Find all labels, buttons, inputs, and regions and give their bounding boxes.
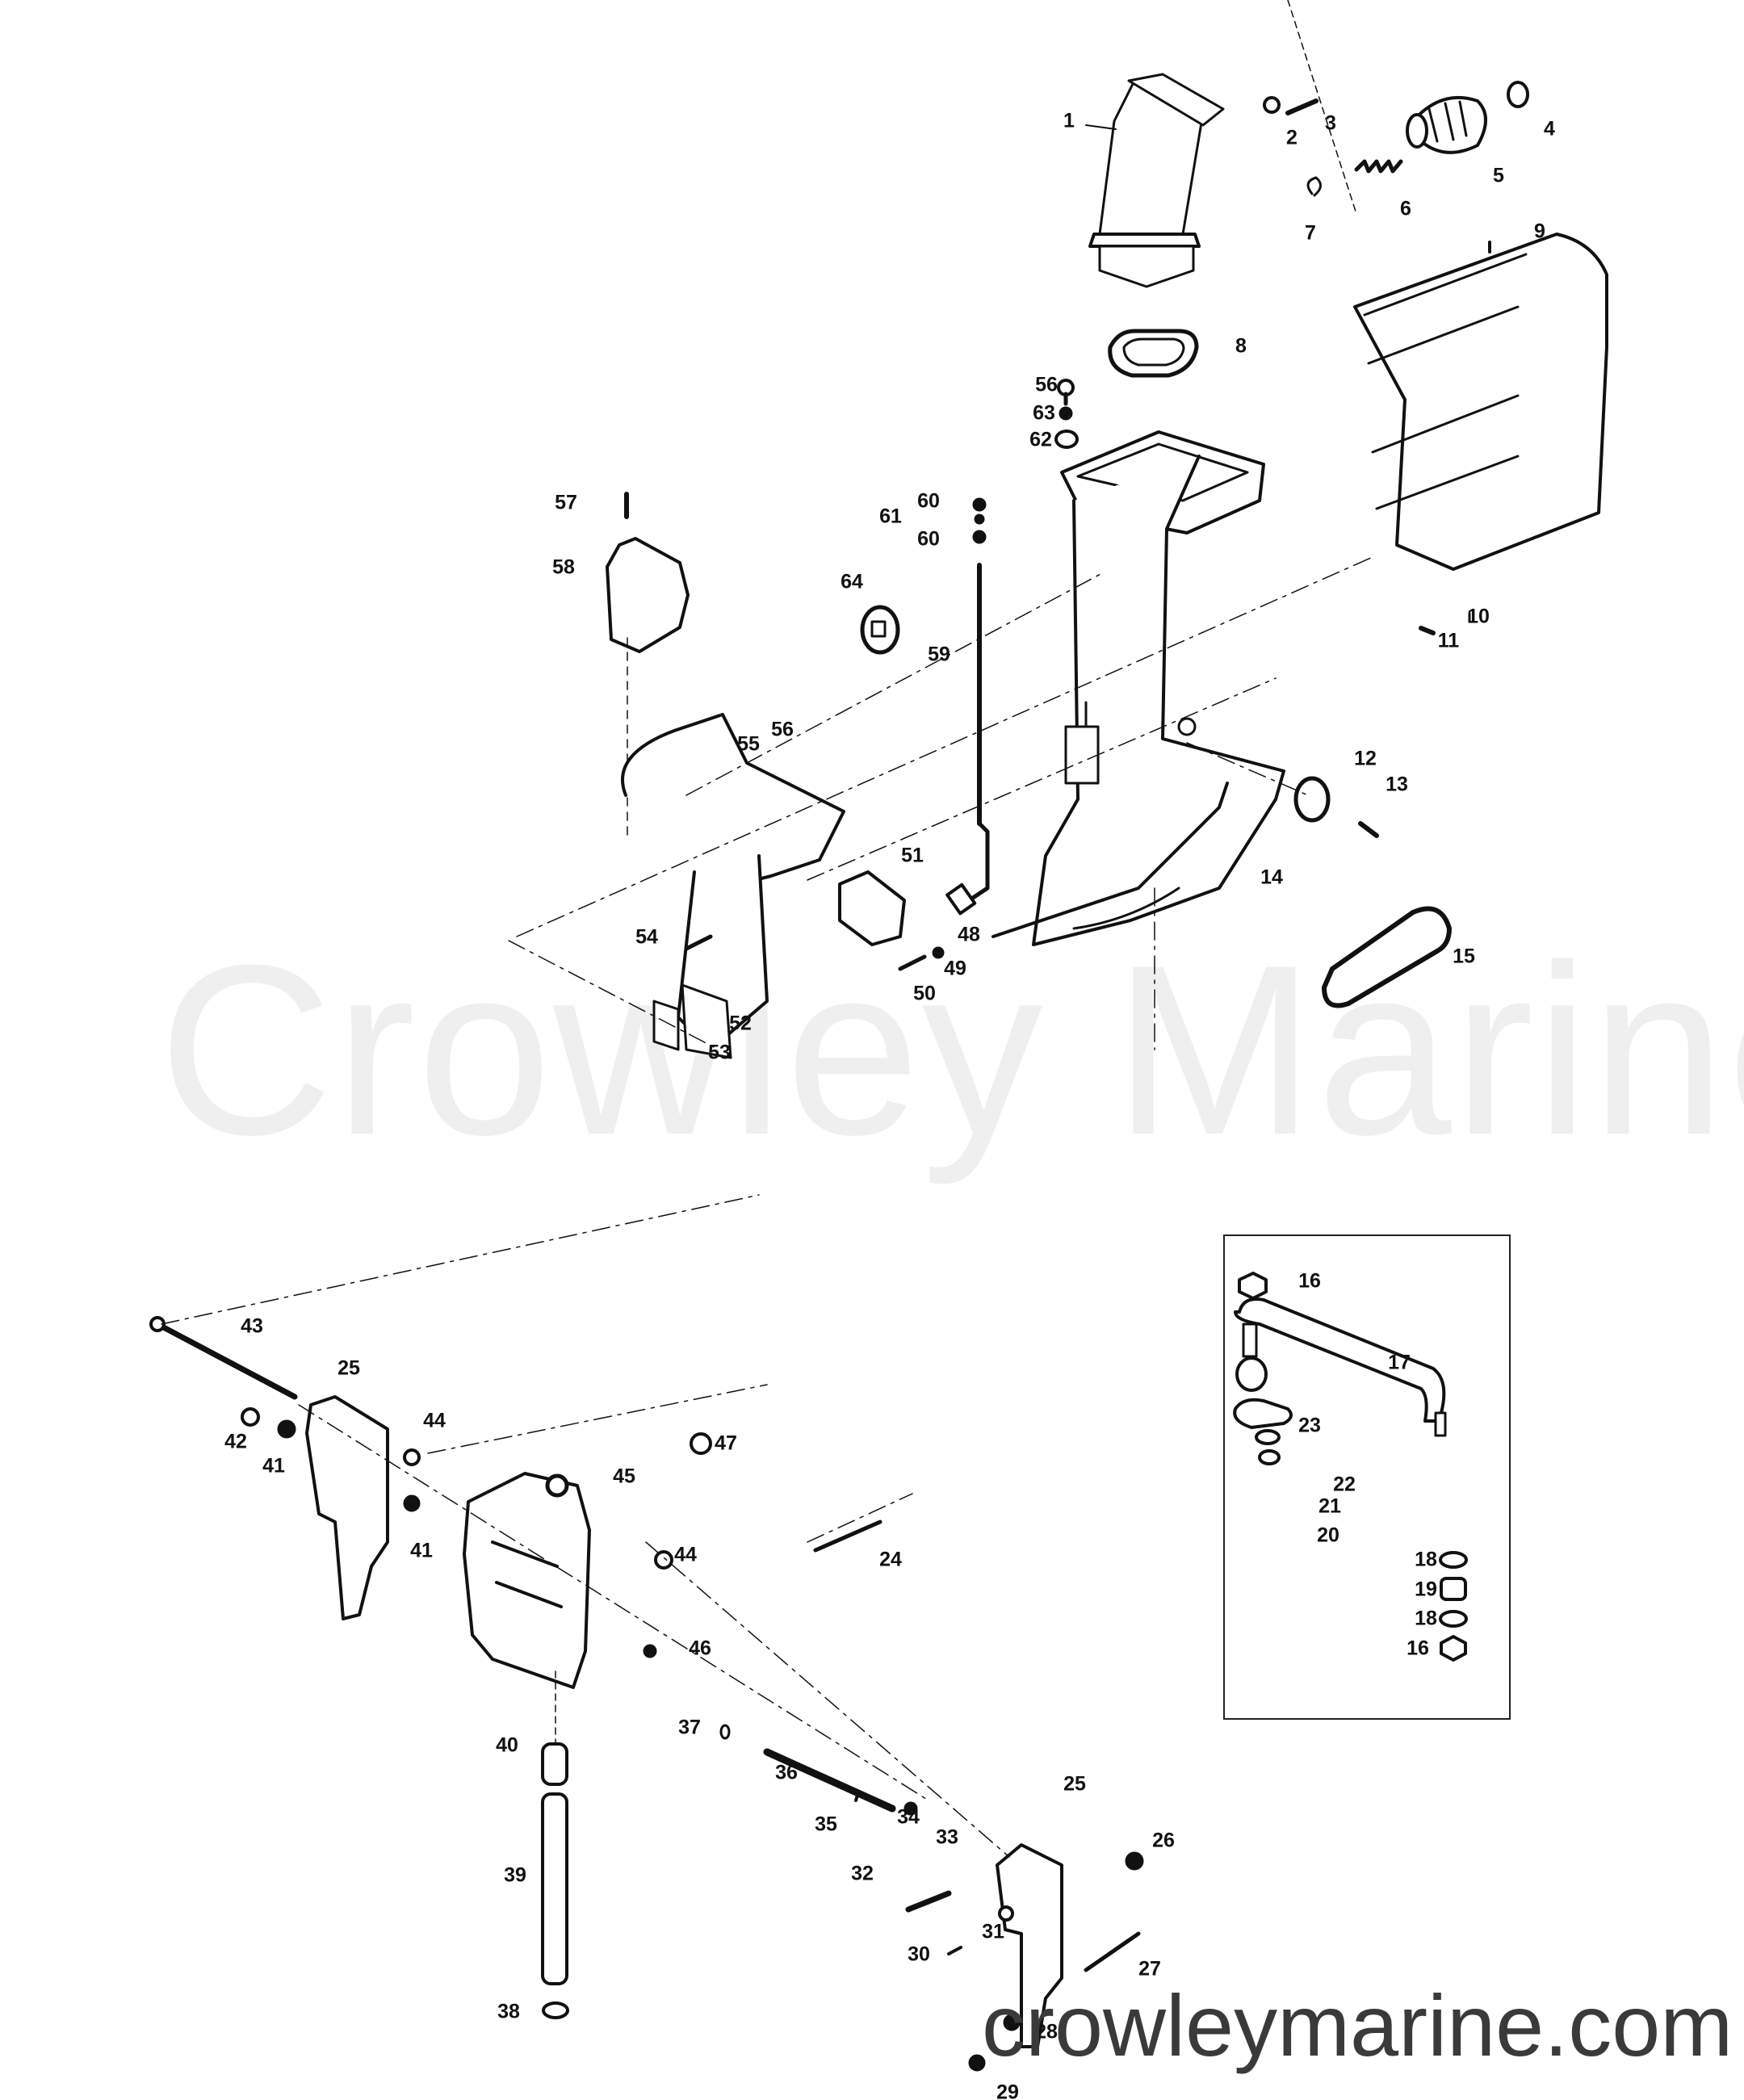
part-label-28: 28 <box>1035 2020 1058 2043</box>
part-label-22: 22 <box>1333 1473 1356 1496</box>
site-url-text: crowleymarine.com <box>982 1976 1734 2074</box>
hardware-top-right-icon <box>1263 0 1529 254</box>
part-label-38: 38 <box>497 2000 520 2023</box>
part-label-52: 52 <box>729 1012 752 1035</box>
clamp-bracket-left-icon <box>149 1316 421 1620</box>
part-label-18: 18 <box>1415 1607 1437 1630</box>
part-label-8: 8 <box>1235 334 1247 358</box>
centerlines-top <box>508 556 1373 1050</box>
part-label-44: 44 <box>423 1409 446 1432</box>
part-label-14: 14 <box>1260 866 1283 889</box>
part-label-15: 15 <box>1453 945 1475 968</box>
seal-15-icon <box>1322 906 1452 1008</box>
part-label-56: 56 <box>771 718 794 741</box>
part-label-41: 41 <box>262 1454 285 1478</box>
part-label-9: 9 <box>1534 220 1545 243</box>
inset-detail-box <box>1223 1234 1511 1720</box>
part-label-24: 24 <box>879 1548 902 1571</box>
part-label-20: 20 <box>1317 1524 1339 1547</box>
part-label-62: 62 <box>1029 428 1052 451</box>
watermark-text: Crowley Marine <box>158 914 1744 1185</box>
exhaust-tube-icon <box>1085 73 1225 288</box>
bolt-stack-icon <box>1054 379 1079 449</box>
part-label-16: 16 <box>1407 1637 1429 1660</box>
part-label-16: 16 <box>1298 1269 1321 1293</box>
centerlines-bottom <box>161 1194 1010 1858</box>
housing-cover-icon <box>1353 233 1608 635</box>
part-label-49: 49 <box>944 957 966 980</box>
part-label-59: 59 <box>928 643 950 666</box>
part-label-2: 2 <box>1286 126 1298 149</box>
part-label-31: 31 <box>982 1920 1004 1943</box>
part-label-63: 63 <box>1033 401 1055 425</box>
part-label-35: 35 <box>815 1813 837 1836</box>
part-label-4: 4 <box>1544 117 1555 140</box>
part-label-27: 27 <box>1138 1957 1161 1981</box>
part-label-10: 10 <box>1467 605 1490 628</box>
part-label-58: 58 <box>552 555 575 579</box>
part-label-57: 57 <box>555 491 577 514</box>
part-label-55: 55 <box>737 732 760 756</box>
part-label-54: 54 <box>635 925 658 949</box>
part-label-53: 53 <box>708 1041 731 1064</box>
tilt-tube-36-icon <box>719 1724 918 1816</box>
part-label-17: 17 <box>1388 1351 1411 1374</box>
part-label-40: 40 <box>496 1733 518 1757</box>
exhaust-housing-icon <box>621 713 845 1059</box>
part-label-34: 34 <box>897 1805 920 1829</box>
part-label-45: 45 <box>613 1465 635 1488</box>
part-label-46: 46 <box>689 1637 711 1660</box>
part-label-33: 33 <box>936 1825 958 1849</box>
drive-shaft-housing-icon <box>991 430 1285 946</box>
part-label-7: 7 <box>1305 221 1316 245</box>
swivel-tubes-icon <box>541 1670 569 2019</box>
part-label-13: 13 <box>1386 773 1408 796</box>
part-label-23: 23 <box>1298 1414 1321 1437</box>
part-label-21: 21 <box>1318 1494 1341 1518</box>
part-label-5: 5 <box>1493 164 1504 187</box>
swivel-bracket-45-icon <box>463 1432 882 1689</box>
part-label-36: 36 <box>775 1761 798 1784</box>
part-label-47: 47 <box>715 1431 737 1455</box>
part-label-56: 56 <box>1035 373 1058 396</box>
shift-rod-icon <box>945 497 990 916</box>
part-label-44: 44 <box>674 1543 697 1566</box>
part-label-60: 60 <box>917 527 940 551</box>
steering-link-17-icon <box>1233 1272 1468 1662</box>
part-label-50: 50 <box>913 982 936 1005</box>
part-label-6: 6 <box>1400 197 1411 220</box>
part-label-25: 25 <box>337 1356 360 1380</box>
part-label-48: 48 <box>958 923 980 946</box>
part-label-12: 12 <box>1354 747 1377 770</box>
part-label-3: 3 <box>1325 111 1336 135</box>
part-label-64: 64 <box>841 570 863 593</box>
part-label-61: 61 <box>879 505 902 528</box>
part-label-51: 51 <box>901 844 924 867</box>
part-label-19: 19 <box>1415 1578 1437 1601</box>
part-label-30: 30 <box>908 1943 930 1966</box>
part-label-11: 11 <box>1437 629 1460 652</box>
part-label-32: 32 <box>851 1862 874 1885</box>
part-label-43: 43 <box>241 1314 263 1338</box>
clamp-bracket-right-icon <box>905 1843 1144 2072</box>
part-label-25: 25 <box>1063 1772 1086 1796</box>
part-label-1: 1 <box>1063 109 1075 132</box>
part-label-37: 37 <box>678 1716 701 1739</box>
part-label-26: 26 <box>1152 1829 1175 1852</box>
plate-51-icon <box>684 870 945 971</box>
part-label-60: 60 <box>917 489 940 513</box>
part-label-29: 29 <box>996 2081 1019 2100</box>
part-label-18: 18 <box>1415 1548 1437 1571</box>
part-label-42: 42 <box>224 1430 247 1453</box>
part-label-39: 39 <box>504 1863 526 1887</box>
part-label-41: 41 <box>410 1539 433 1562</box>
rubber-mount-12-icon <box>1293 776 1379 838</box>
cover-58-icon <box>606 492 690 840</box>
